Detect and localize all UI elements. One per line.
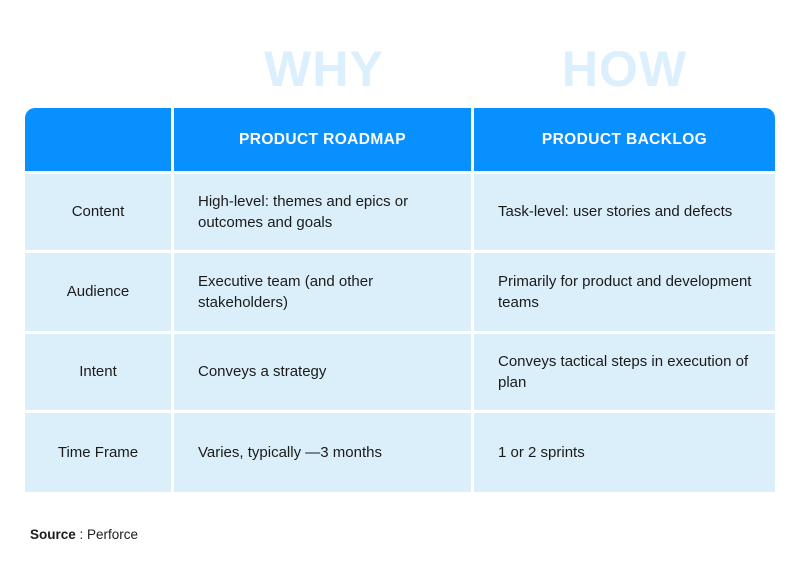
cell-audience-roadmap: Executive team (and other stakeholders) — [174, 250, 474, 331]
header-corner-cell — [25, 108, 174, 171]
table-row: Time Frame Varies, typically —3 months 1… — [25, 410, 775, 492]
watermark-headings: WHY HOW — [25, 38, 775, 100]
table-header: PRODUCT ROADMAP PRODUCT BACKLOG — [25, 108, 775, 171]
row-label-time-frame: Time Frame — [25, 410, 174, 492]
comparison-table: PRODUCT ROADMAP PRODUCT BACKLOG Content … — [25, 108, 775, 492]
table-header-row: PRODUCT ROADMAP PRODUCT BACKLOG — [25, 108, 775, 171]
source-label: Source — [30, 527, 76, 542]
cell-intent-roadmap: Conveys a strategy — [174, 331, 474, 410]
source-note: Source : Perforce — [30, 527, 138, 542]
table-body: Content High-level: themes and epics or … — [25, 171, 775, 492]
cell-audience-backlog: Primarily for product and development te… — [474, 250, 775, 331]
header-product-roadmap: PRODUCT ROADMAP — [174, 108, 474, 171]
row-label-intent: Intent — [25, 331, 174, 410]
table-row: Audience Executive team (and other stake… — [25, 250, 775, 331]
watermark-why: WHY — [264, 41, 384, 97]
cell-intent-backlog: Conveys tactical steps in execution of p… — [474, 331, 775, 410]
header-product-backlog: PRODUCT BACKLOG — [474, 108, 775, 171]
cell-time-frame-roadmap: Varies, typically —3 months — [174, 410, 474, 492]
cell-time-frame-backlog: 1 or 2 sprints — [474, 410, 775, 492]
cell-content-backlog: Task-level: user stories and defects — [474, 171, 775, 250]
cell-content-roadmap: High-level: themes and epics or outcomes… — [174, 171, 474, 250]
watermark-spacer — [25, 38, 174, 100]
source-value: : Perforce — [75, 527, 139, 542]
table-row: Content High-level: themes and epics or … — [25, 171, 775, 250]
row-label-audience: Audience — [25, 250, 174, 331]
watermark-how: HOW — [561, 41, 688, 97]
table-row: Intent Conveys a strategy Conveys tactic… — [25, 331, 775, 410]
row-label-content: Content — [25, 171, 174, 250]
